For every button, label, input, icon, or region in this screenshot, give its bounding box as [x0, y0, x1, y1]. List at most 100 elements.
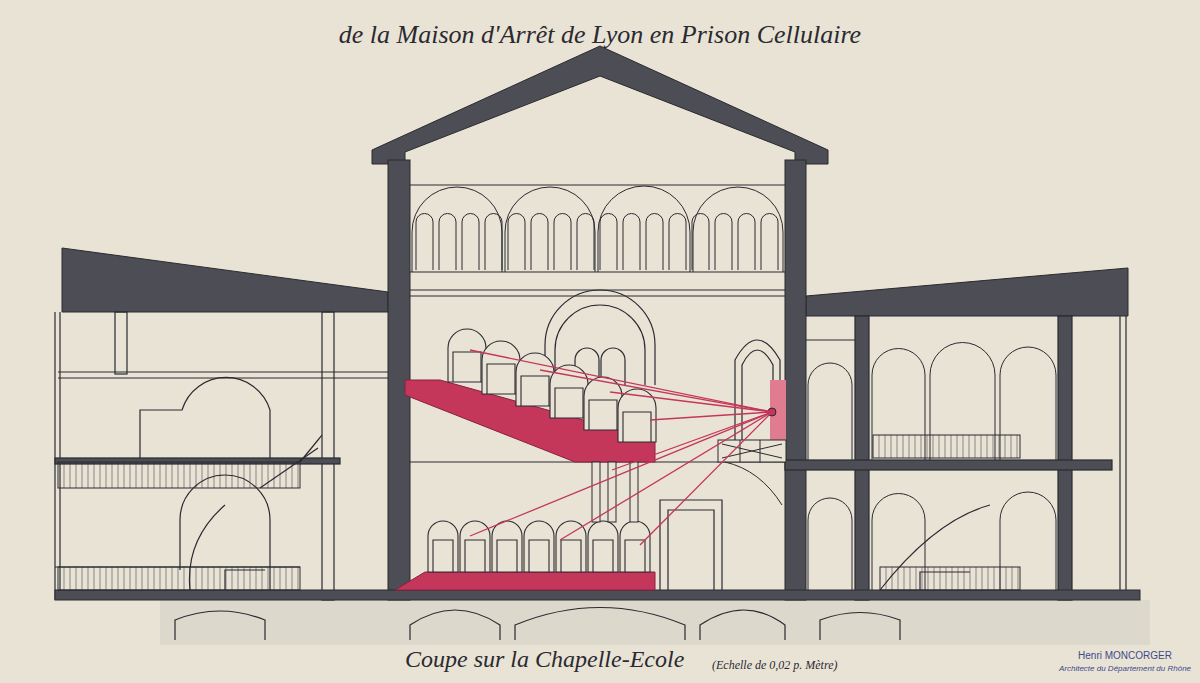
baluster [916, 567, 917, 590]
small-arch [462, 214, 479, 271]
baluster [934, 567, 935, 590]
baluster [244, 567, 245, 590]
baluster [160, 462, 161, 488]
baluster [940, 567, 941, 590]
baluster [298, 462, 299, 488]
baluster [94, 567, 95, 590]
small-arch [646, 214, 663, 271]
sightline [470, 350, 772, 412]
baluster [100, 567, 101, 590]
sightline [560, 412, 772, 540]
right-chapel-wall [785, 160, 806, 600]
baluster [232, 462, 233, 488]
small-arch [692, 214, 709, 271]
baluster [226, 567, 227, 590]
cell-stall [620, 521, 650, 572]
baluster [928, 567, 929, 590]
baluster [286, 462, 287, 488]
baluster [64, 462, 65, 488]
tier-columns [592, 462, 638, 522]
scale-note: (Echelle de 0,02 p. Mètre) [712, 658, 838, 673]
wing-arch [930, 343, 995, 461]
gallery-arch [505, 187, 595, 272]
baluster [286, 567, 287, 590]
baluster [106, 462, 107, 488]
ground-floor-slab [55, 590, 1140, 600]
baluster [933, 435, 934, 458]
baluster [951, 435, 952, 458]
baluster [268, 462, 269, 488]
baluster [982, 567, 983, 590]
baluster [124, 567, 125, 590]
baluster [178, 567, 179, 590]
baluster [112, 462, 113, 488]
baluster [897, 435, 898, 458]
cell-stall [556, 521, 586, 572]
baluster [262, 567, 263, 590]
baluster [232, 567, 233, 590]
baluster [250, 462, 251, 488]
baluster [292, 462, 293, 488]
baluster [927, 435, 928, 458]
baluster [256, 462, 257, 488]
baluster [262, 462, 263, 488]
small-arch [715, 214, 732, 271]
baluster [915, 435, 916, 458]
baluster [196, 567, 197, 590]
right-roof [806, 268, 1128, 316]
sightline [470, 412, 772, 536]
baluster [993, 435, 994, 458]
cell-stall [428, 521, 458, 572]
baluster [166, 567, 167, 590]
baluster [1018, 567, 1019, 590]
sightlines [470, 350, 772, 545]
stamp-name: Henri MONCORGER [1078, 650, 1172, 661]
baluster [184, 462, 185, 488]
baluster [82, 567, 83, 590]
drawing-title: de la Maison d'Arrêt de Lyon en Prison C… [339, 20, 861, 50]
baluster [892, 567, 893, 590]
baluster [1012, 567, 1013, 590]
baluster [879, 435, 880, 458]
baluster [904, 567, 905, 590]
baluster [952, 567, 953, 590]
small-arch [439, 214, 456, 271]
small-arch [485, 214, 502, 271]
baluster [1005, 435, 1006, 458]
sightline [640, 412, 772, 545]
baluster [208, 462, 209, 488]
baluster [196, 462, 197, 488]
baluster [976, 567, 977, 590]
baluster [987, 435, 988, 458]
baluster [100, 462, 101, 488]
baluster [1017, 435, 1018, 458]
baluster [214, 567, 215, 590]
baluster [130, 462, 131, 488]
baluster [172, 567, 173, 590]
cell-stall [492, 521, 522, 572]
right-wing [785, 316, 1126, 600]
baluster [106, 567, 107, 590]
baluster [298, 567, 299, 590]
baluster [136, 567, 137, 590]
baluster [988, 567, 989, 590]
baluster [154, 567, 155, 590]
gallery-arch [598, 186, 690, 272]
small-arch [531, 214, 548, 271]
baluster [922, 567, 923, 590]
baluster [268, 567, 269, 590]
ground [160, 600, 1150, 645]
railing [873, 435, 1020, 458]
baluster [891, 435, 892, 458]
baluster [190, 462, 191, 488]
baluster [238, 462, 239, 488]
baluster [886, 567, 887, 590]
baluster [148, 462, 149, 488]
baluster [112, 567, 113, 590]
stamp-role: Architecte du Département du Rhône [1059, 664, 1191, 673]
baluster [166, 462, 167, 488]
left-wing [55, 312, 388, 600]
baluster [136, 462, 137, 488]
small-arch [577, 214, 594, 271]
small-arch [623, 214, 640, 271]
